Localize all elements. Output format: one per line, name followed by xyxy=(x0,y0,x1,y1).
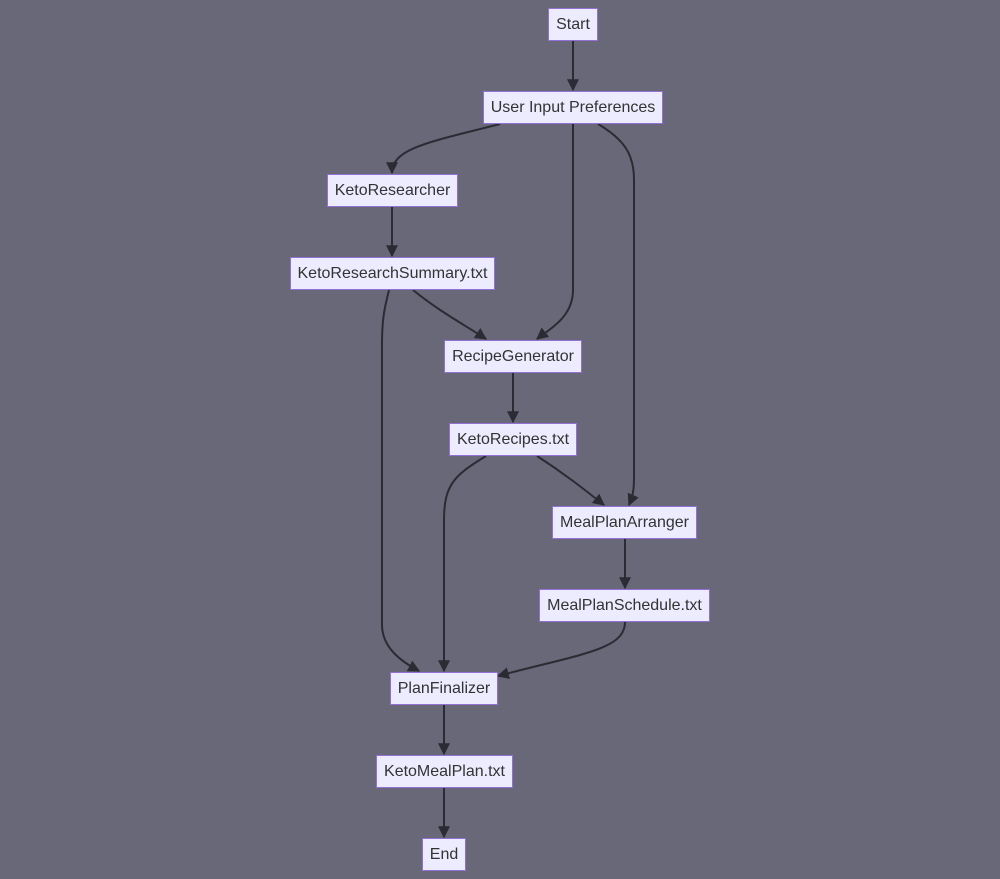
node-plan-finalizer: PlanFinalizer xyxy=(390,672,498,705)
node-keto-research-summary: KetoResearchSummary.txt xyxy=(290,257,495,290)
edge-research-summary-to-plan-finalizer xyxy=(381,289,421,672)
edge-user-input-to-recipe-generator xyxy=(536,124,574,340)
edge-keto-recipes-to-plan-finalizer xyxy=(438,455,487,673)
edge-user-input-to-meal-plan-arranger xyxy=(597,123,639,507)
node-start: Start xyxy=(548,8,598,41)
node-keto-meal-plan: KetoMealPlan.txt xyxy=(376,755,513,788)
node-keto-recipes: KetoRecipes.txt xyxy=(449,423,577,456)
edge-research-summary-to-recipe-generator xyxy=(412,289,487,340)
node-recipe-generator: RecipeGenerator xyxy=(444,340,582,373)
node-meal-plan-schedule: MealPlanSchedule.txt xyxy=(539,589,710,622)
edge-keto-recipes-to-meal-plan-arranger xyxy=(536,455,605,506)
node-meal-plan-arranger: MealPlanArranger xyxy=(552,506,697,539)
edge-user-input-to-keto-researcher xyxy=(386,123,501,175)
edge-meal-plan-schedule-to-plan-finalizer xyxy=(496,621,626,679)
node-keto-researcher: KetoResearcher xyxy=(327,174,458,207)
node-user-input-preferences: User Input Preferences xyxy=(483,91,663,124)
node-end: End xyxy=(422,838,466,871)
